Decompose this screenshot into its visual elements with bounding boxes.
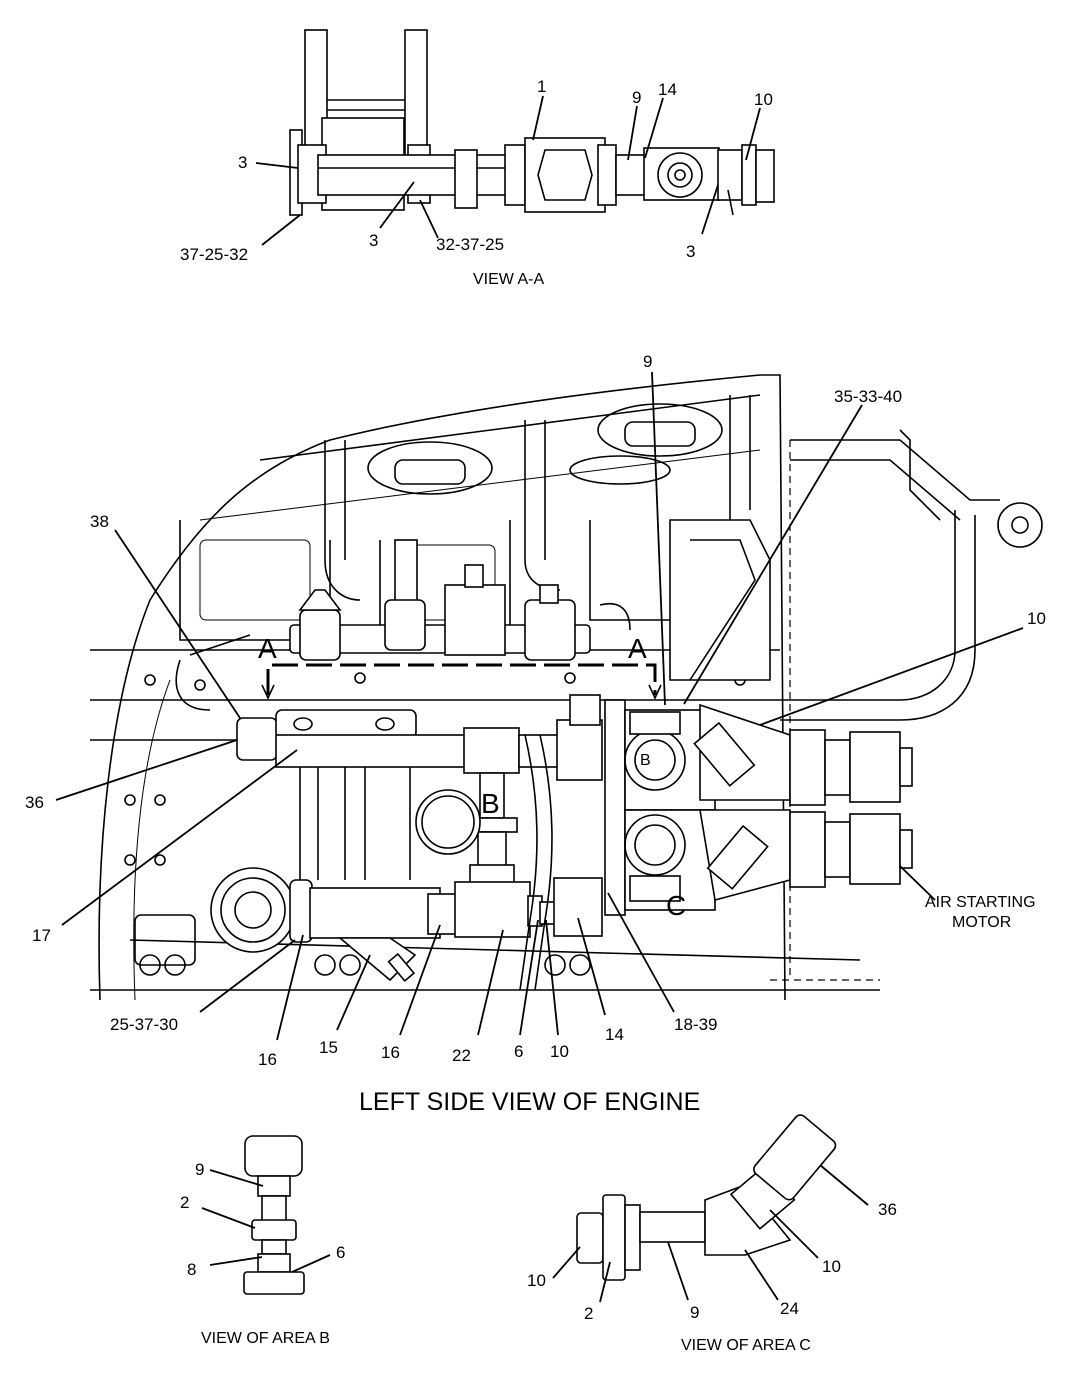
callout-label: 9 — [643, 352, 652, 371]
callout-label: 16 — [381, 1043, 400, 1062]
main-callouts: 9 35-33-40 38 10 36 17 25-37-30 16 15 16… — [25, 352, 1046, 1116]
callout-label: 9 — [632, 88, 641, 107]
callout-label: 6 — [336, 1243, 345, 1262]
air-valve-assembly — [175, 539, 631, 711]
lower-pipe-assembly — [210, 734, 603, 991]
svg-text:B: B — [640, 752, 651, 769]
callout-label: 35-33-40 — [834, 387, 902, 406]
callout-label: 3 — [238, 153, 247, 172]
callout-label: 10 — [822, 1257, 841, 1276]
section-letter-a-left: A — [258, 633, 277, 664]
callout-label: 10 — [1027, 609, 1046, 628]
area-b-callouts: 9 2 8 6 VIEW OF AREA B — [180, 1160, 345, 1347]
callout-label: 2 — [584, 1304, 593, 1323]
callout-label: 18-39 — [674, 1015, 717, 1034]
air-starting-motor-label-line2: MOTOR — [952, 914, 1011, 931]
callout-label: 2 — [180, 1193, 189, 1212]
callout-label: 32-37-25 — [436, 235, 504, 254]
callout-label: 6 — [514, 1042, 523, 1061]
callout-label: 9 — [690, 1303, 699, 1322]
section-letter-c: C — [666, 890, 686, 921]
callout-label: 8 — [187, 1260, 196, 1279]
callout-label: 14 — [605, 1025, 624, 1044]
area-b-drawing — [243, 1135, 305, 1295]
callout-label: 15 — [319, 1038, 338, 1057]
section-letter-b: B — [481, 788, 500, 819]
callout-label: 3 — [369, 231, 378, 250]
view-aa-drawing — [289, 29, 775, 216]
area-c-drawing — [576, 1114, 837, 1281]
callout-label: 36 — [878, 1200, 897, 1219]
area-c-callouts: 36 10 24 9 2 10 VIEW OF AREA C — [527, 1164, 897, 1354]
callout-label: 17 — [32, 926, 51, 945]
callout-label: 37-25-32 — [180, 245, 248, 264]
air-starting-motor-assembly: B C — [604, 699, 913, 921]
callout-label: 3 — [686, 242, 695, 261]
main-view-title: LEFT SIDE VIEW OF ENGINE — [359, 1088, 700, 1116]
callout-label: 38 — [90, 512, 109, 531]
area-c-caption: VIEW OF AREA C — [681, 1337, 811, 1354]
callout-label: 1 — [537, 77, 546, 96]
area-b-caption: VIEW OF AREA B — [201, 1330, 330, 1347]
callout-label: 14 — [658, 80, 677, 99]
view-aa-callouts: 1 9 14 10 3 3 32-37-25 37-25-32 3 VIEW A… — [180, 77, 773, 288]
callout-label: 36 — [25, 793, 44, 812]
callout-label: 16 — [258, 1050, 277, 1069]
callout-label: 10 — [754, 90, 773, 109]
air-starting-motor-label-line1: AIR STARTING — [925, 894, 1036, 911]
callout-label: 10 — [527, 1271, 546, 1290]
callout-label: 9 — [195, 1160, 204, 1179]
callout-label: 24 — [780, 1299, 799, 1318]
callout-label: 10 — [550, 1042, 569, 1061]
section-letter-a-right: A — [628, 633, 647, 664]
callout-label: 25-37-30 — [110, 1015, 178, 1034]
callout-label: 22 — [452, 1046, 471, 1065]
section-line-a-a: A A — [258, 633, 662, 700]
upper-pipe-assembly: B — [236, 694, 603, 884]
view-aa-caption: VIEW A-A — [473, 271, 544, 288]
